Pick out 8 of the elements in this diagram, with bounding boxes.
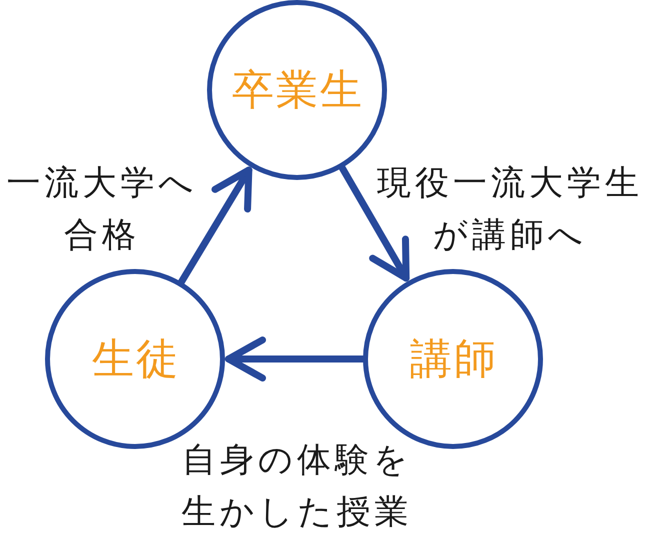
arrow <box>178 166 252 286</box>
node-label: 生徒 <box>91 334 180 384</box>
node-label: 講師 <box>409 334 498 384</box>
edge-label: 一流大学へ合格 <box>6 162 198 257</box>
edge-label: 現役一流大学生が講師へ <box>376 162 644 257</box>
arrow <box>338 164 410 282</box>
edge-label: 自身の体験を生かした授業 <box>180 439 414 534</box>
node-label: 卒業生 <box>231 66 364 114</box>
